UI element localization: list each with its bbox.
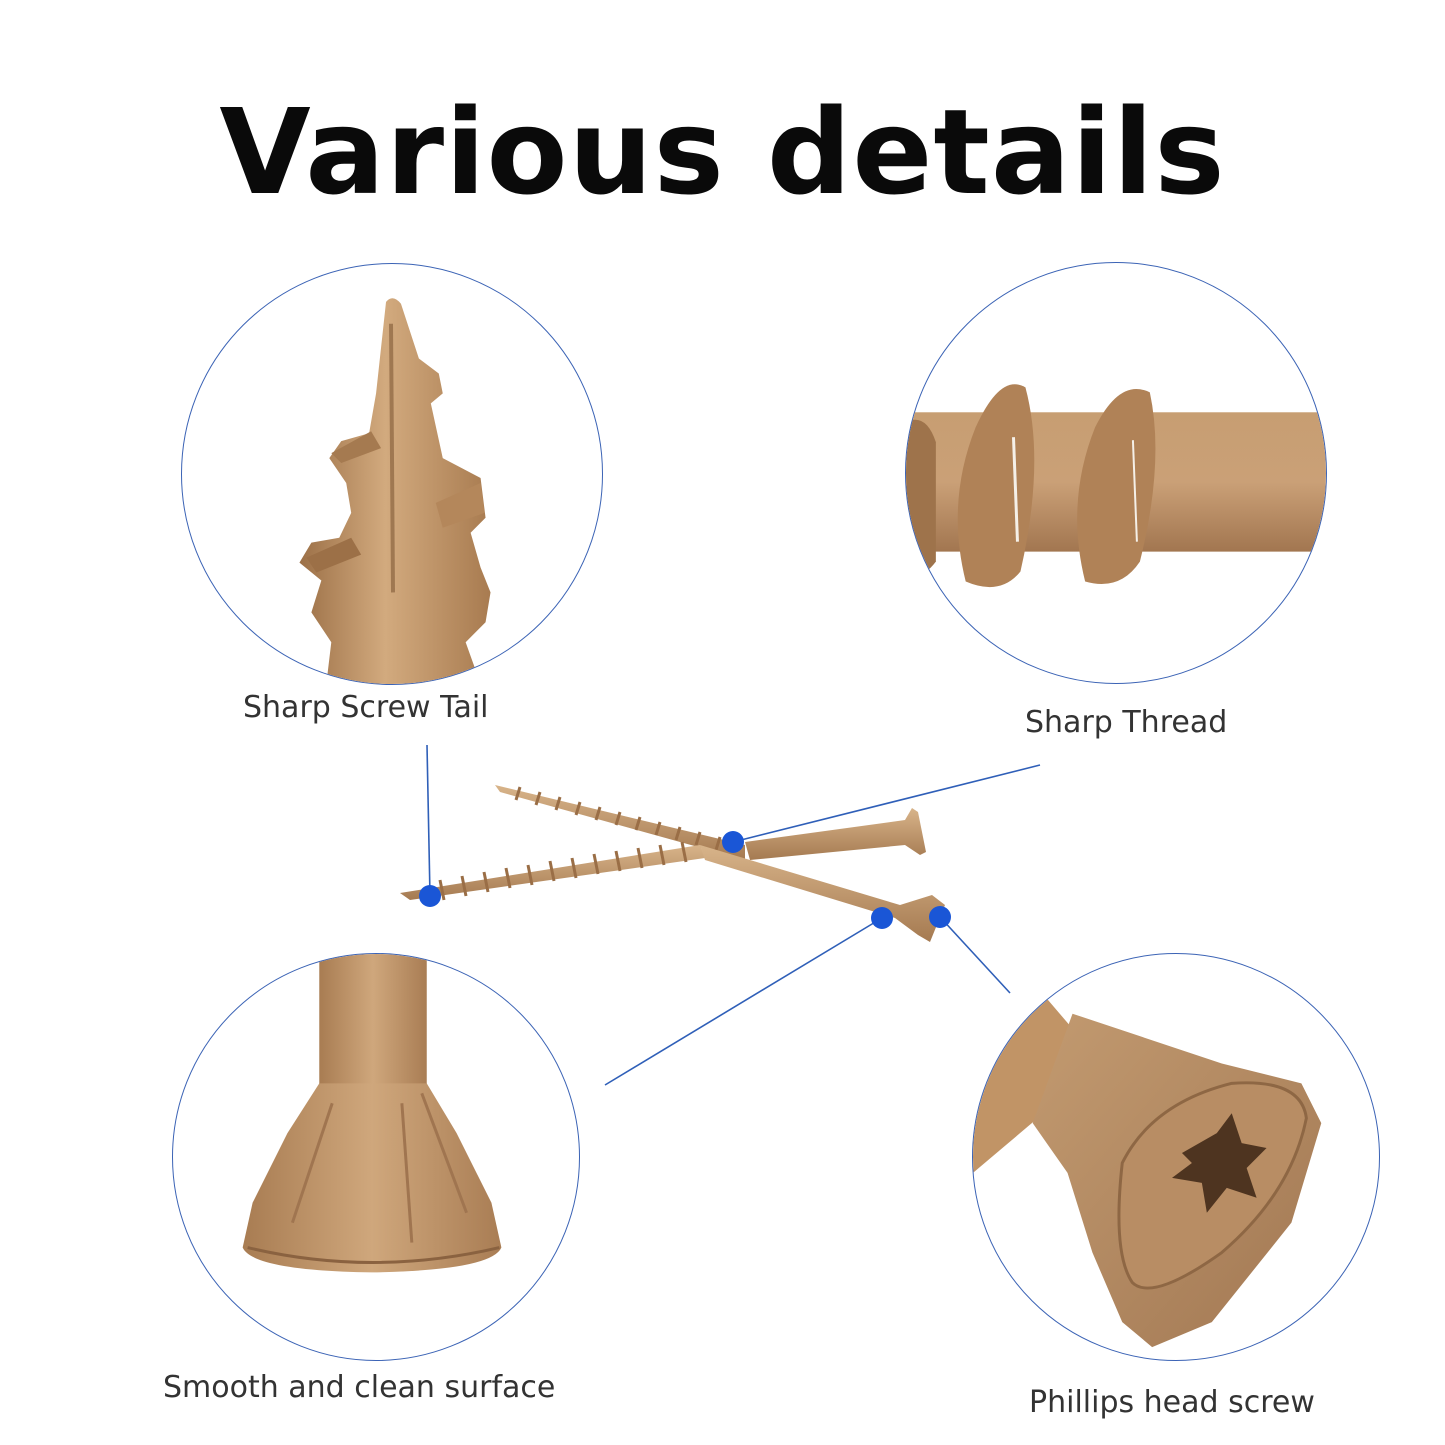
screw-lower-icon [400, 841, 945, 942]
page-title: Various details [219, 83, 1226, 221]
marker-dot-surface [871, 907, 893, 929]
screw-head-side-closeup-icon [242, 954, 502, 1273]
screw-thread-closeup-icon [906, 384, 1326, 588]
label-phillips-head-screw: Phillips head screw [1029, 1385, 1315, 1420]
connector-line-tail [426, 744, 431, 897]
label-smooth-clean-surface: Smooth and clean surface [163, 1370, 556, 1405]
label-sharp-screw-tail: Sharp Screw Tail [243, 690, 489, 725]
marker-dot-thread [722, 831, 744, 853]
connector-line-surface [604, 917, 883, 1086]
label-sharp-thread: Sharp Thread [1025, 705, 1228, 740]
marker-dot-head [929, 906, 951, 928]
detail-circle-surface [172, 953, 580, 1361]
detail-circle-thread [905, 262, 1327, 684]
screw-head-recess-closeup-icon [973, 993, 1322, 1348]
marker-dot-tail [419, 885, 441, 907]
screw-tip-closeup-icon [299, 298, 491, 684]
detail-circle-head [972, 953, 1380, 1361]
detail-circle-tail [181, 263, 603, 685]
connector-line-thread [732, 764, 1041, 843]
screw-upper-icon [495, 785, 926, 860]
